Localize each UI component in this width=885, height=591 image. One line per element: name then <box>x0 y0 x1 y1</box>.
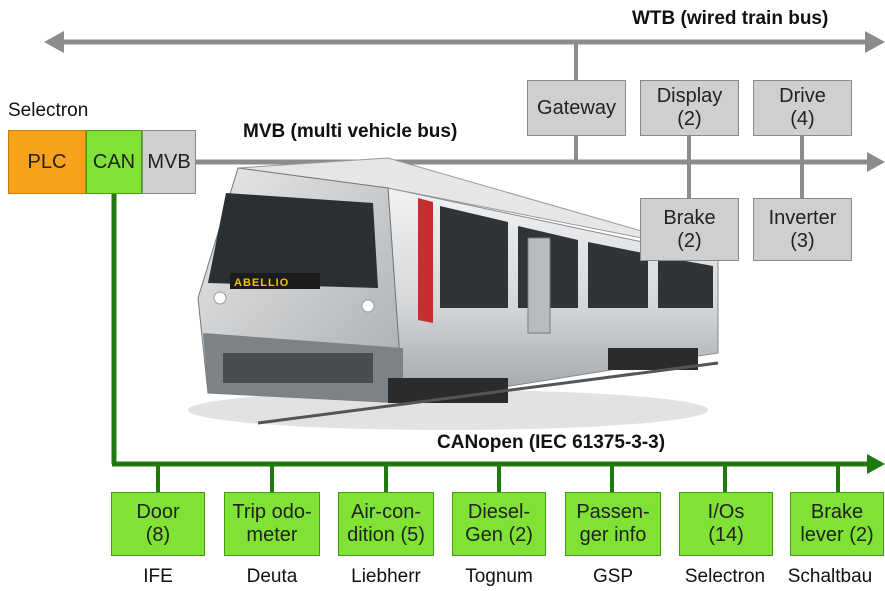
wtb-arrow-left <box>44 31 64 53</box>
vendor-gsp: GSP <box>592 566 634 587</box>
inverter-box: Inverter (3) <box>753 198 852 261</box>
mvb-box: MVB <box>142 130 196 194</box>
selectron-title: Selectron <box>8 100 89 121</box>
brake-box: Brake (2) <box>640 198 739 261</box>
canopen-label: CANopen (IEC 61375-3-3) <box>437 432 666 453</box>
mvb-label: MVB (multi vehicle bus) <box>243 121 458 142</box>
drive-box: Drive (4) <box>753 80 852 136</box>
display-box: Display (2) <box>640 80 739 136</box>
train-image <box>188 157 719 430</box>
can-device-air-condition: Air-con- dition (5) <box>338 492 434 556</box>
vendor-schaltbau: Schaltbau <box>787 566 873 587</box>
can-device-diesel-gen: Diesel- Gen (2) <box>452 492 546 556</box>
vendor-tognum: Tognum <box>465 566 533 587</box>
can-device-brake-lever: Brake lever (2) <box>790 492 884 556</box>
can-device-trip-odometer: Trip odo- meter <box>224 492 320 556</box>
can-device-passenger-info: Passen- ger info <box>565 492 661 556</box>
gateway-box: Gateway <box>527 80 626 136</box>
vendor-ife: IFE <box>143 566 173 587</box>
vendor-deuta: Deuta <box>246 566 298 587</box>
wtb-label: WTB (wired train bus) <box>632 8 829 29</box>
plc-box: PLC <box>8 130 86 194</box>
canopen-arrow-right <box>867 454 885 474</box>
vendor-selectron: Selectron <box>684 566 766 587</box>
vendor-liebherr: Liebherr <box>351 566 421 587</box>
wtb-arrow-right <box>865 31 885 53</box>
train-destination-display: ABELLIO <box>234 277 290 289</box>
can-device-door: Door (8) <box>111 492 205 556</box>
can-device-ios: I/Os (14) <box>679 492 773 556</box>
mvb-arrow-right <box>867 152 885 172</box>
can-box: CAN <box>86 130 142 194</box>
